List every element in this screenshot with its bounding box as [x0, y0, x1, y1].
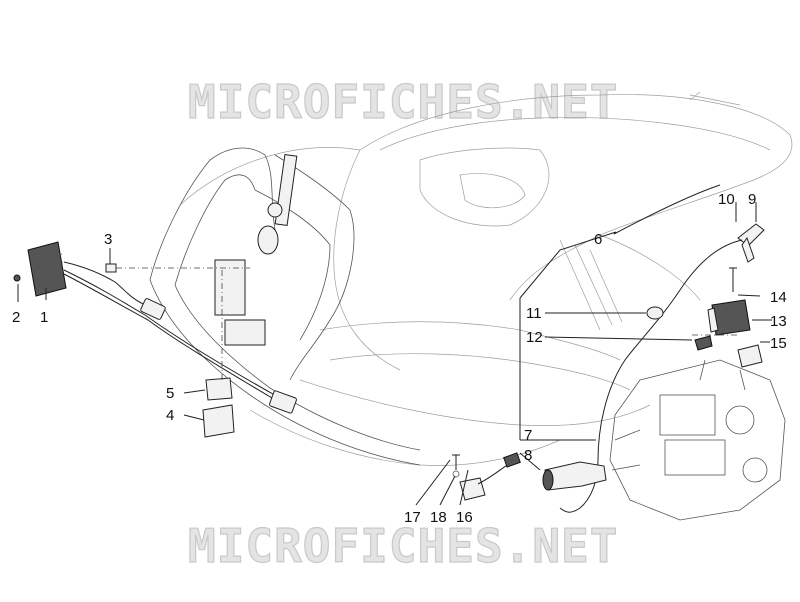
- leader-lines: [17, 184, 772, 506]
- callout-16: 16: [456, 509, 473, 526]
- legshield-frame: [149, 147, 421, 466]
- callout-14: 14: [770, 289, 787, 306]
- callout-9: 9: [748, 191, 756, 208]
- callout-17: 17: [404, 509, 421, 526]
- voltage-regulator-part: [13, 241, 67, 297]
- relay-holder-part: [205, 377, 233, 401]
- screw-part: [729, 267, 737, 292]
- relay-part: [202, 404, 235, 438]
- grommet-part: [646, 306, 664, 320]
- callout-labels: 1 2 3 4 5 6 7 8 9 10 11 12 13 14 15 16 1…: [12, 191, 787, 526]
- callout-7: 7: [524, 427, 532, 444]
- callout-1: 1: [40, 309, 48, 326]
- ht-cable: [559, 239, 743, 513]
- watermark-bottom: MICROFICHES.NET: [188, 519, 618, 573]
- spark-plug-cap-part: [737, 223, 765, 263]
- callout-3: 3: [104, 231, 112, 248]
- pickup-sensor-part: [452, 452, 521, 501]
- scooter-body-outline: [179, 91, 793, 466]
- callout-6: 6: [594, 231, 602, 248]
- callout-4: 4: [166, 407, 174, 424]
- callout-11: 11: [526, 305, 542, 322]
- callout-13: 13: [770, 313, 787, 330]
- engine-block: [609, 359, 786, 521]
- clip-part: [694, 335, 713, 351]
- callout-12: 12: [526, 329, 543, 346]
- sensor-part: [542, 461, 607, 491]
- bracket-part: [105, 263, 117, 273]
- callout-8: 8: [524, 447, 532, 464]
- wiring-harness: [63, 261, 297, 414]
- reference-lines: [116, 267, 740, 382]
- callout-18: 18: [430, 509, 447, 526]
- support-bracket-part: [737, 344, 763, 368]
- callout-15: 15: [770, 335, 787, 352]
- callout-10: 10: [718, 191, 735, 208]
- callout-2: 2: [12, 309, 20, 326]
- watermark-top: MICROFICHES.NET: [188, 75, 618, 129]
- callout-5: 5: [166, 385, 174, 402]
- ignition-coil-part: [707, 299, 751, 336]
